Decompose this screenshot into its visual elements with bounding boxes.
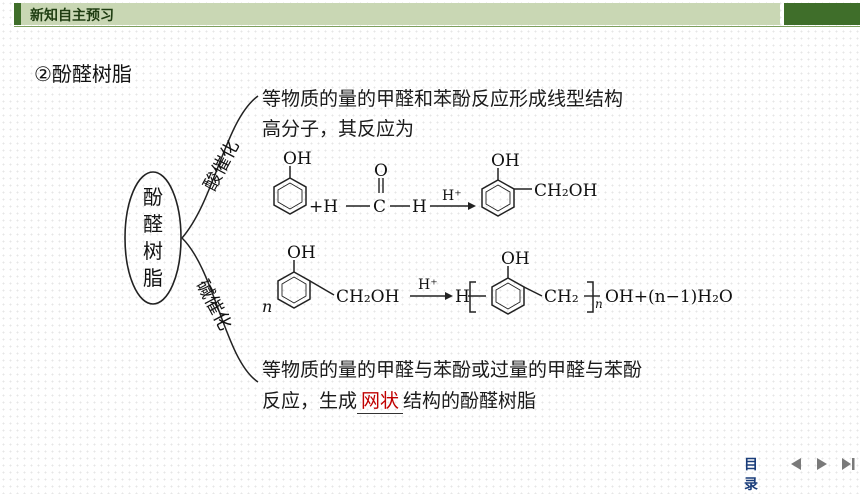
acid-text-line1: 等物质的量的甲醛和苯酚反应形成线型结构 [262,88,624,110]
arrow2-catalyst: H⁺ [418,277,438,293]
subscript-n: n [595,297,603,311]
arrow1-head [468,202,476,210]
center-char-1: 酚 [143,185,163,209]
hydrogen: H [412,197,427,217]
base-text-line1: 等物质的量的甲醛与苯酚或过量的甲醛与苯酚 [262,359,643,381]
branch-lower [181,237,259,383]
phenol-oh: OH [283,149,312,169]
reactant2-group: CH₂OH [336,287,399,307]
plus-h: +H [309,197,338,217]
bracket-right [587,281,594,313]
branch-acid-label: 酸催化 [200,137,244,195]
polymer-ch2: CH₂ [544,287,579,307]
carbon: C [373,197,386,217]
oxygen: O [374,161,388,181]
product1-oh: OH [491,151,520,171]
bracket-left [469,281,476,313]
polymer-h: H [455,287,470,307]
reaction-diagram: 酚 醛 树 脂 酸催化 碱催化 OH +H C O H H⁺ OH CH₂OH … [124,95,733,383]
header-right-block [784,3,860,25]
base-text-line2: 反应，生成网状结构的酚醛树脂 [262,386,536,416]
branch-upper [181,95,259,239]
prev-icon[interactable] [788,456,804,472]
center-char-2: 醛 [143,212,163,236]
reactant2-oh: OH [287,243,316,263]
section-title: ②酚醛树脂 [34,62,132,86]
center-char-3: 树 [143,239,163,263]
reactant2-ring [277,260,335,309]
header-bar [14,3,780,25]
header-accent [14,3,21,25]
center-ellipse [124,171,182,305]
coefficient-n: n [262,297,272,316]
header-title: 新知自主预习 [30,8,114,24]
arrow1-catalyst: H⁺ [442,188,462,204]
polymer-oh: OH [501,249,530,269]
toc-link[interactable]: 目录 [744,457,758,493]
next-icon[interactable] [814,456,830,472]
product1-group: CH₂OH [534,181,597,201]
arrow2-head [445,292,453,300]
polymer-ring [491,266,543,315]
header-divider [14,26,860,27]
base-text-post: 结构的酚醛树脂 [403,390,537,412]
reaction2-tail: OH+(n−1)H₂O [605,287,733,307]
center-char-4: 脂 [143,266,163,290]
branch-base-label: 碱催化 [192,276,236,334]
header: 新知自主预习 [0,0,860,30]
answer-blank: 网状 [357,389,404,414]
acid-text-line2: 高分子，其反应为 [262,118,415,140]
base-text-pre: 反应，生成 [262,390,358,412]
last-icon[interactable] [840,456,856,472]
phenol-ring [273,166,307,215]
product1-ring [481,168,532,217]
